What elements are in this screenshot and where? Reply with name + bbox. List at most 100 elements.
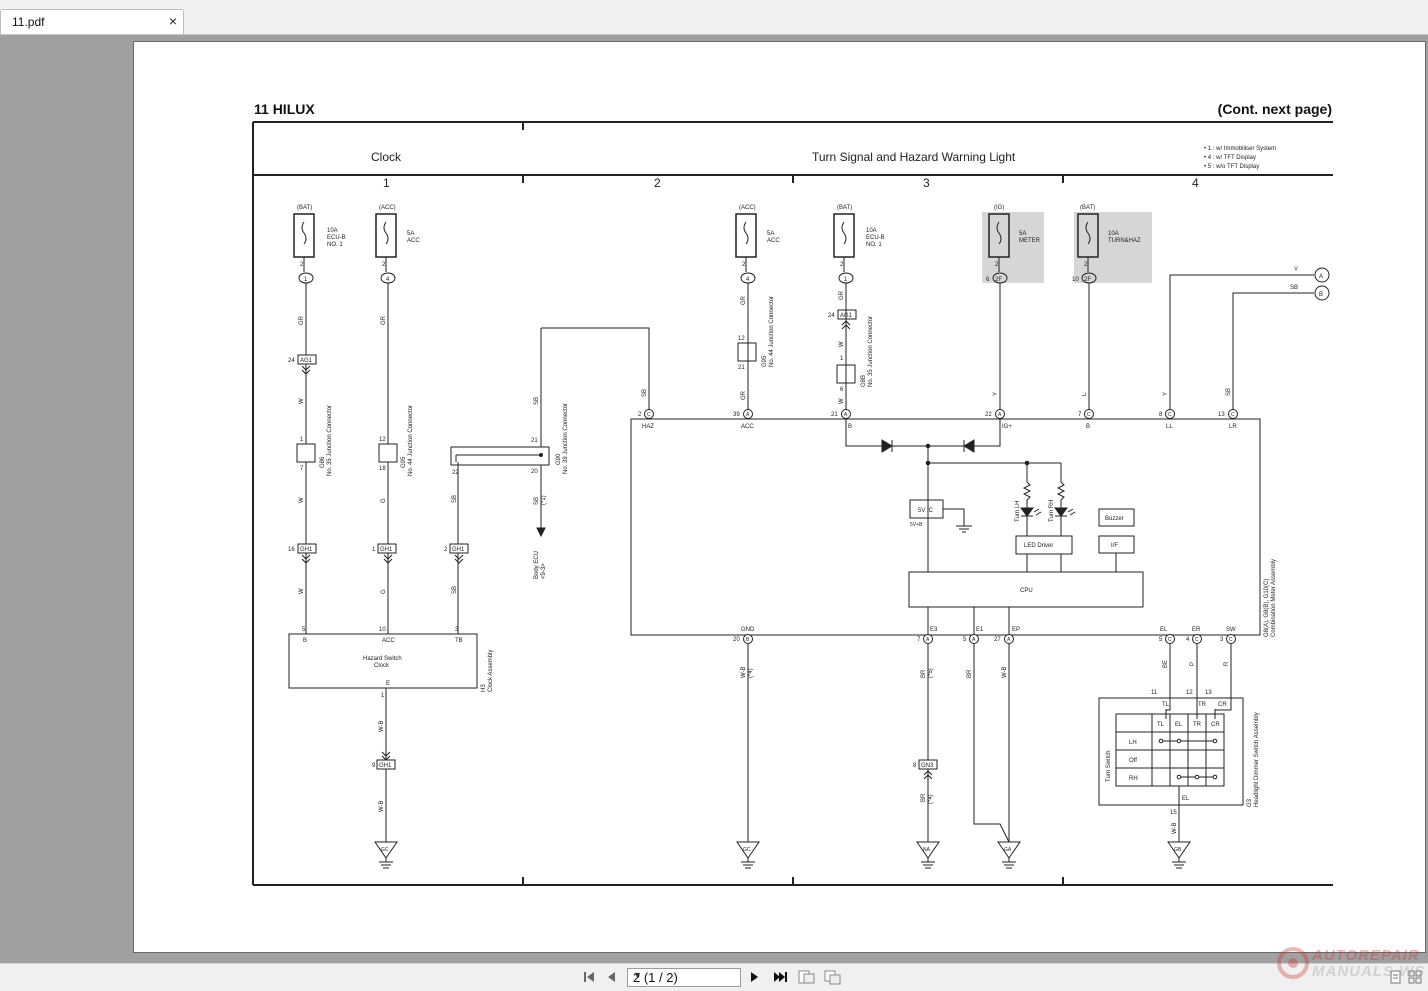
svg-text:1: 1	[844, 277, 848, 283]
svg-text:C: C	[1231, 412, 1235, 418]
svg-text:39: 39	[733, 412, 740, 418]
svg-text:SW: SW	[1226, 627, 1236, 633]
ground-na: NA	[916, 841, 940, 869]
svg-text:C: C	[647, 412, 651, 418]
svg-text:W-B: W-B	[741, 666, 747, 678]
svg-text:METER: METER	[1019, 238, 1041, 244]
svg-text:10A: 10A	[1108, 231, 1119, 237]
svg-text:W-B: W-B	[1002, 666, 1008, 678]
svg-text:13: 13	[1218, 412, 1225, 418]
svg-text:G95: G95	[401, 456, 407, 468]
next-page-icon[interactable]	[749, 969, 761, 985]
svg-text:CR: CR	[1218, 702, 1227, 708]
svg-text:(BAT): (BAT)	[1080, 205, 1095, 211]
svg-text:GC: GC	[743, 847, 751, 853]
svg-text:12: 12	[1186, 690, 1193, 696]
svg-text:2: 2	[995, 262, 999, 268]
svg-text:No. 39 Junction Connector: No. 39 Junction Connector	[563, 403, 569, 474]
svg-text:TR: TR	[1193, 722, 1202, 728]
svg-text:Off: Off	[1129, 758, 1137, 764]
svg-text:Y: Y	[993, 392, 999, 396]
previous-page-icon[interactable]	[605, 969, 617, 985]
svg-text:3: 3	[1220, 637, 1224, 643]
svg-text:1: 1	[840, 356, 844, 362]
continued-note: (Cont. next page)	[1217, 101, 1332, 117]
svg-text:5: 5	[963, 637, 967, 643]
svg-text:W-B: W-B	[379, 800, 385, 812]
svg-text:W: W	[299, 398, 305, 404]
first-page-icon[interactable]	[582, 969, 596, 985]
svg-text:AG1: AG1	[840, 313, 853, 319]
svg-text:RH: RH	[1129, 776, 1138, 782]
pin-el: C 5 EL	[1159, 627, 1175, 644]
svg-text:8: 8	[913, 763, 917, 769]
svg-text:SB: SB	[452, 586, 458, 594]
svg-text:1: 1	[381, 693, 385, 699]
single-page-view-icon[interactable]	[798, 969, 816, 985]
wire-offpage: A B Y SB Y SB	[1163, 267, 1330, 412]
svg-text:ACC: ACC	[767, 238, 780, 244]
last-page-icon[interactable]	[772, 969, 788, 985]
svg-text:5A: 5A	[767, 231, 774, 237]
tab-title: 11.pdf	[12, 15, 45, 29]
note-5: • 5 : w/o TFT Display	[1204, 164, 1259, 170]
svg-text:10A: 10A	[866, 228, 877, 234]
document-tab[interactable]: 11.pdf ×	[0, 9, 184, 34]
svg-text:W: W	[839, 341, 845, 347]
wire-meter-b: AG1 24 GR W W 16 G8B No. 35 Junction Con…	[828, 283, 874, 412]
svg-text:(IG): (IG)	[994, 205, 1004, 211]
document-viewer[interactable]: 11 HILUX (Cont. next page) Clock	[0, 35, 1428, 963]
pin-e3: A 7 E3	[917, 627, 938, 644]
page-select-value: 2 (1 / 2)	[633, 970, 678, 985]
col-1: 1	[383, 176, 390, 190]
svg-text:21: 21	[531, 438, 538, 444]
list-view-icon[interactable]	[1390, 969, 1402, 985]
page-navigation: 2 (1 / 2) ▼	[0, 963, 1428, 991]
svg-text:C: C	[1168, 637, 1172, 643]
svg-text:15: 15	[1170, 810, 1177, 816]
svg-text:TB: TB	[455, 638, 463, 644]
svg-text:2: 2	[840, 262, 844, 268]
note-1: • 1 : w/ Immobiliser System	[1204, 146, 1276, 152]
col-4: 4	[1192, 176, 1199, 190]
svg-text:SB: SB	[1290, 285, 1298, 291]
svg-text:(BAT): (BAT)	[297, 205, 312, 211]
pin-gnd: B 20 GND	[733, 627, 755, 644]
svg-text:B: B	[1319, 292, 1323, 298]
svg-text:C: C	[1229, 637, 1233, 643]
pin-ll: C 8 LL	[1159, 409, 1175, 430]
svg-text:GB: GB	[1174, 847, 1182, 853]
fuse-ecub-2: (BAT) 10A ECU-B NO. 1 2 1	[833, 205, 885, 284]
close-icon[interactable]: ×	[168, 13, 177, 29]
double-page-view-icon[interactable]	[824, 969, 842, 985]
diagram-frame	[252, 121, 1333, 886]
page-select[interactable]: 2 (1 / 2) ▼	[627, 968, 741, 987]
svg-text:21: 21	[831, 412, 838, 418]
svg-text:10: 10	[379, 627, 386, 633]
svg-text:LR: LR	[1229, 424, 1237, 430]
svg-text:Turn Switch: Turn Switch	[1106, 751, 1112, 782]
svg-text:(*4): (*4)	[928, 794, 934, 804]
svg-text:C: C	[1087, 412, 1091, 418]
svg-text:No. 44 Junction Connector: No. 44 Junction Connector	[769, 296, 775, 367]
fuse-acc-2: (ACC) 5A ACC 2 4	[735, 205, 780, 284]
svg-text:I/F: I/F	[1111, 543, 1118, 549]
svg-text:BR: BR	[967, 669, 973, 678]
svg-text:NO. 1: NO. 1	[866, 242, 882, 248]
svg-text:GC: GC	[381, 847, 389, 853]
wiring-diagram: Clock Turn Signal and Hazard Warning Lig…	[252, 121, 1333, 886]
svg-text:SB: SB	[642, 389, 648, 397]
svg-text:12: 12	[738, 336, 745, 342]
turn-switch-assembly: 11 12 13 TL TR CR EL 15 G3 Headlight Dim…	[1098, 690, 1260, 842]
svg-text:W: W	[299, 588, 305, 594]
grid-view-icon[interactable]	[1408, 969, 1422, 985]
svg-text:2: 2	[638, 412, 642, 418]
pin-acc: A 39 ACC	[733, 409, 754, 430]
pin-b: A 21 B	[831, 409, 852, 430]
svg-text:(*1): (*1)	[541, 495, 547, 505]
svg-text:Y: Y	[1294, 267, 1298, 273]
svg-text:ACC: ACC	[741, 424, 754, 430]
svg-text:Y: Y	[1163, 392, 1169, 396]
svg-text:(*5): (*5)	[928, 668, 934, 678]
